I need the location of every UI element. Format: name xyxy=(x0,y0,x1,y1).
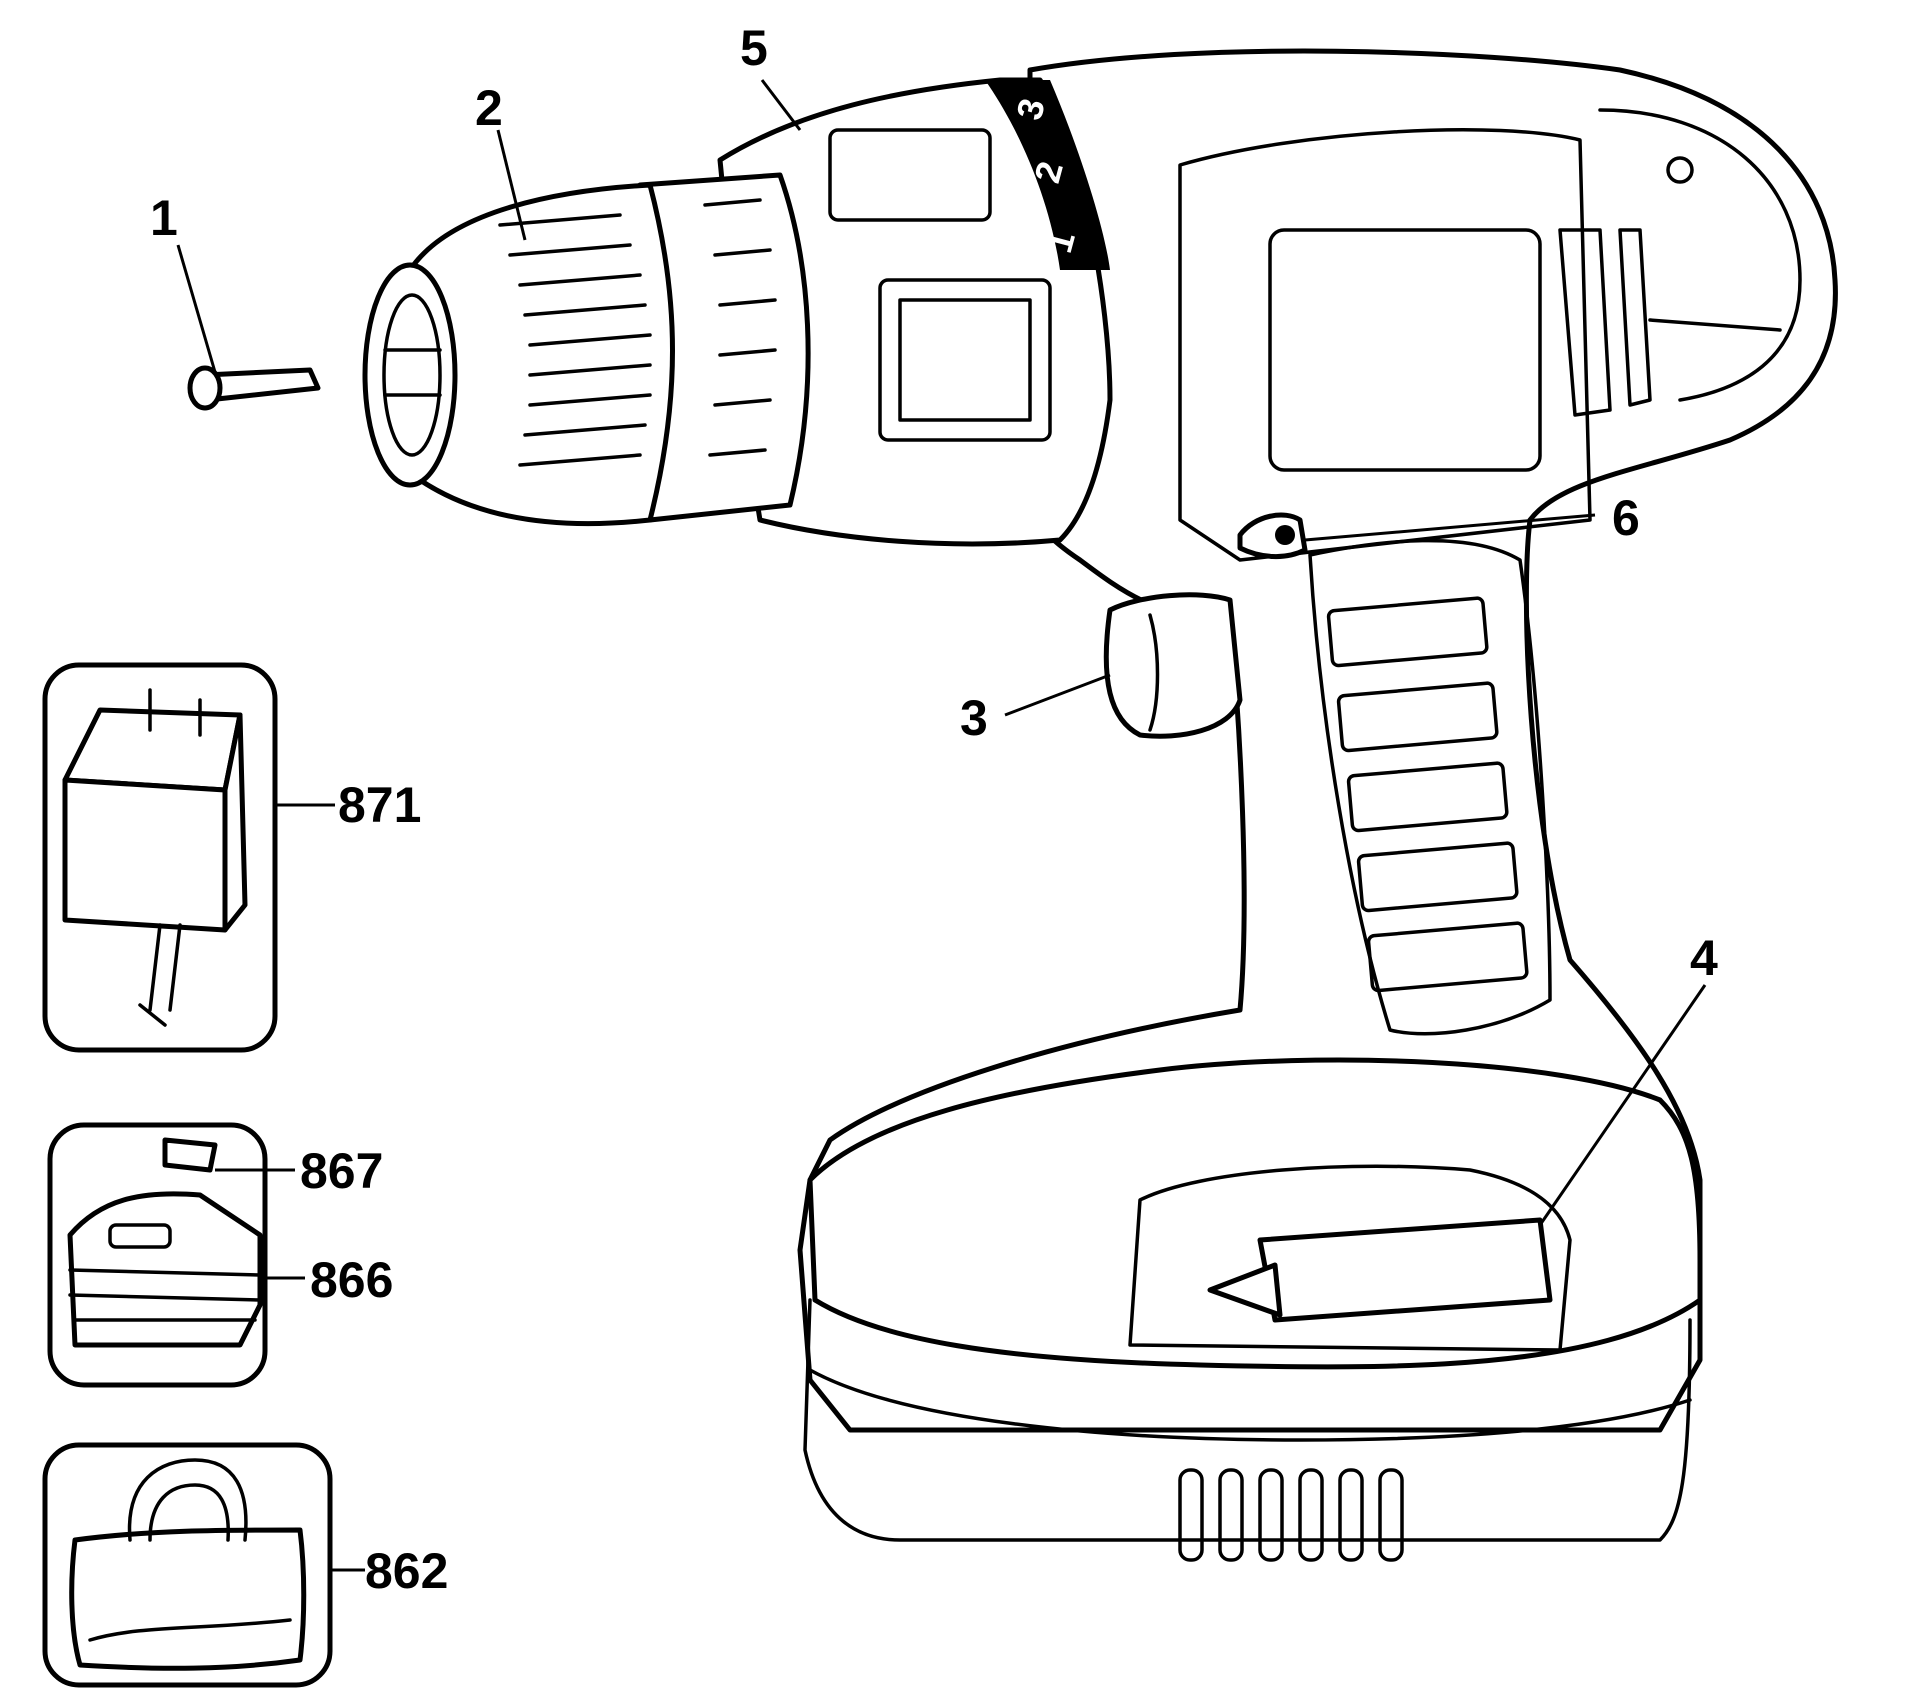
drill-bit xyxy=(187,365,321,411)
charger-box xyxy=(42,662,278,1053)
callout-labels: 1 2 5 3 6 4 871 867 866 862 xyxy=(150,20,1718,1599)
callout-871: 871 xyxy=(338,777,421,833)
callout-2: 2 xyxy=(475,80,503,136)
callout-5: 5 xyxy=(740,20,768,76)
handle xyxy=(1308,538,1552,1036)
trigger xyxy=(1103,592,1243,739)
forward-reverse-switch xyxy=(1237,512,1308,560)
grip-pads xyxy=(1326,596,1529,993)
callout-867: 867 xyxy=(300,1143,383,1199)
bit-holder xyxy=(1128,1164,1572,1352)
callout-1: 1 xyxy=(150,190,178,246)
speed-selector-dial: 1 2 3 xyxy=(985,80,1110,270)
carrying-bag-box xyxy=(42,1442,333,1688)
chuck-grip-ridges xyxy=(498,198,777,467)
battery-base xyxy=(803,1057,1703,1562)
battery-vents xyxy=(1178,1468,1404,1562)
callout-866: 866 xyxy=(310,1252,393,1308)
leader-lines xyxy=(176,79,1707,1572)
callout-3: 3 xyxy=(960,690,988,746)
battery-pack-box xyxy=(47,1122,268,1388)
callout-6: 6 xyxy=(1612,490,1640,546)
callout-862: 862 xyxy=(365,1543,448,1599)
callout-4: 4 xyxy=(1690,930,1718,986)
keyless-chuck xyxy=(362,172,811,527)
